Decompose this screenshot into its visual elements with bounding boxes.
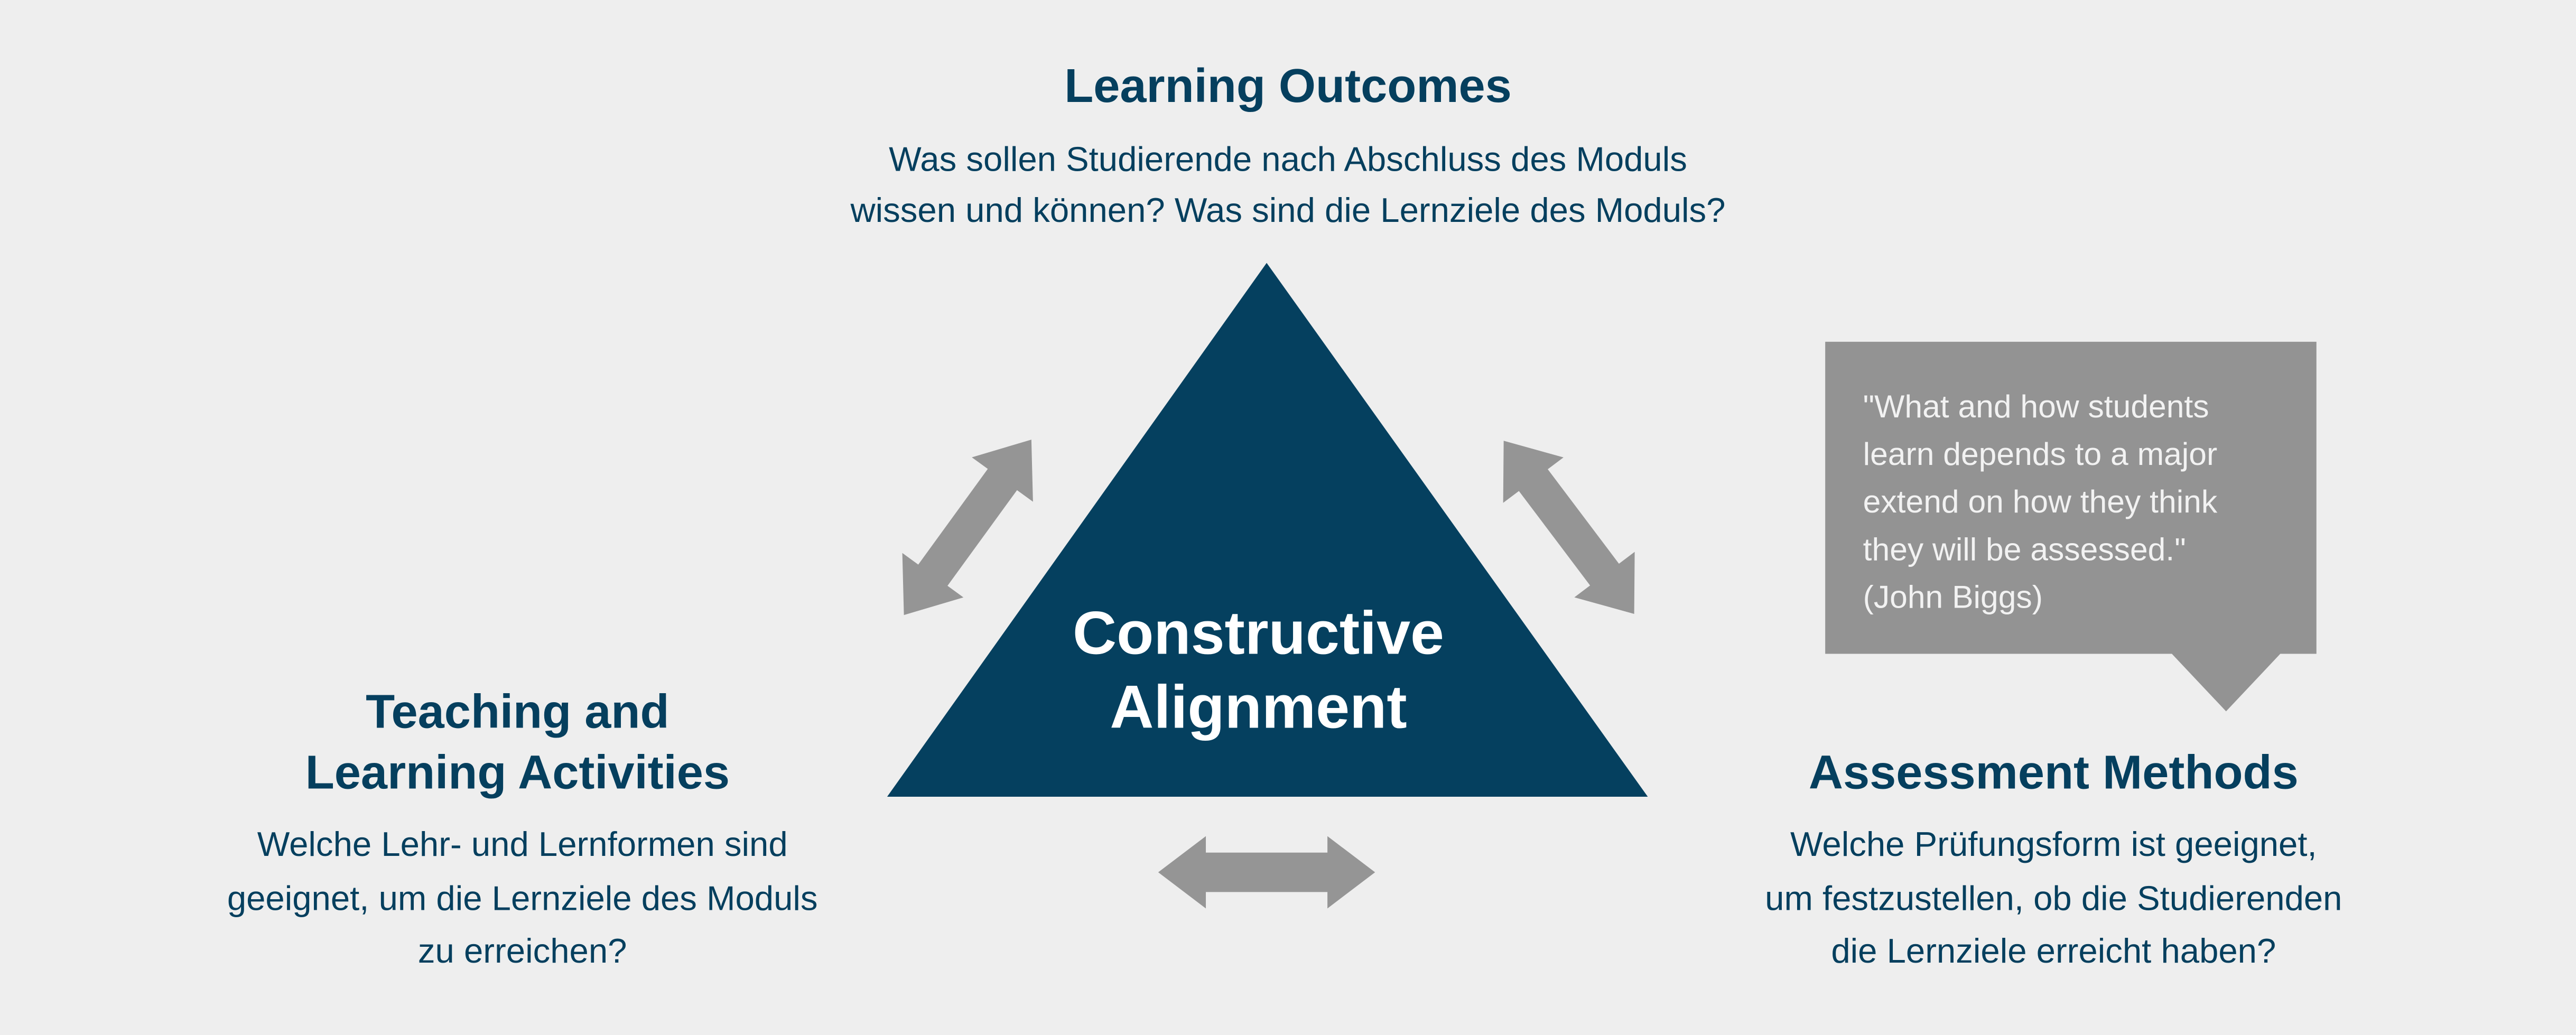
assessment-title: Assessment Methods	[1809, 745, 2299, 799]
learning-outcomes-text: wissen und können? Was sind die Lernziel…	[850, 191, 1726, 229]
center-title: Constructive	[1073, 600, 1444, 667]
quote-author: (John Biggs)	[1863, 579, 2043, 614]
double-arrow-icon	[1158, 836, 1375, 909]
quote-bubble: "What and how students learn depends to …	[1825, 341, 2317, 712]
teaching-text: Welche Lehr- und Lernformen sind	[257, 825, 788, 863]
teaching-block: Teaching and Learning Activities Welche …	[227, 685, 818, 970]
double-arrow-icon	[902, 440, 1033, 616]
learning-outcomes-block: Learning Outcomes Was sollen Studierende…	[850, 59, 1726, 229]
speech-bubble-shape	[1825, 341, 2317, 712]
learning-outcomes-text: Was sollen Studierende nach Abschluss de…	[889, 139, 1687, 178]
quote-text: extend on how they think	[1863, 483, 2218, 519]
quote-text: they will be assessed."	[1863, 531, 2186, 567]
quote-text: learn depends to a major	[1863, 436, 2218, 472]
assessment-text: die Lernziele erreicht haben?	[1831, 931, 2276, 970]
triangle-shape	[887, 263, 1648, 797]
teaching-text: zu erreichen?	[418, 931, 627, 970]
center-title: Alignment	[1110, 673, 1407, 741]
learning-outcomes-title: Learning Outcomes	[1064, 59, 1512, 113]
teaching-title: Learning Activities	[305, 745, 730, 799]
teaching-text: geeignet, um die Lernziele des Moduls	[227, 879, 818, 918]
quote-text: "What and how students	[1863, 388, 2209, 424]
assessment-block: Assessment Methods Welche Prüfungsform i…	[1765, 745, 2342, 970]
double-arrow-icon	[1503, 441, 1635, 614]
teaching-title: Teaching and	[366, 685, 669, 738]
assessment-text: um festzustellen, ob die Studierenden	[1765, 879, 2342, 918]
assessment-text: Welche Prüfungsform ist geeignet,	[1790, 825, 2317, 863]
